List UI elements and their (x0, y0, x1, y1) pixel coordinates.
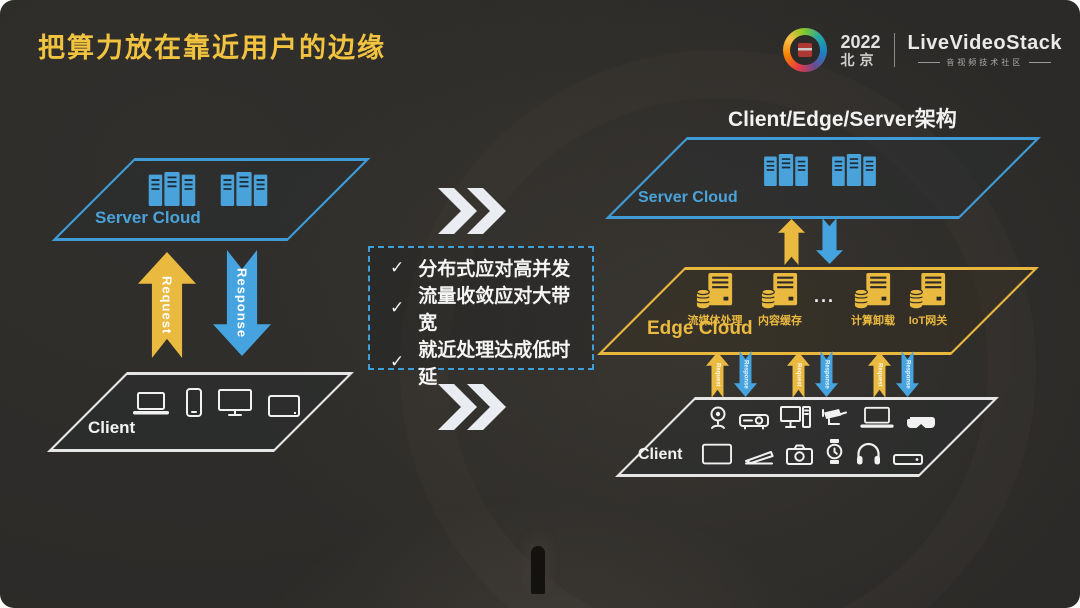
request-arrow-label: Request (159, 275, 175, 335)
double-chevron-right-icon (438, 188, 506, 234)
edge-node-iot-gateway: IoT网关 (905, 272, 951, 328)
check-icon: ✓ (390, 352, 405, 371)
smartphone-icon (186, 388, 202, 417)
response-arrow-down-icon: Response (734, 351, 757, 397)
projector-icon (739, 414, 769, 430)
tablet-icon (702, 443, 732, 465)
edge-node-label: IoT网关 (908, 315, 948, 327)
server-rack-icon (764, 154, 808, 186)
request-arrow-label: Request (876, 363, 883, 387)
webcam-icon (710, 406, 726, 429)
edge-server-db-icon (909, 272, 946, 309)
header-logos: 2022 北京 LiveVideoStack 音视频技术社区 (783, 28, 1062, 72)
desktop-pc-icon (780, 406, 811, 428)
edge-node-streaming: 流媒体处理 (687, 272, 743, 328)
right-client-label: Client (638, 446, 683, 463)
request-arrow-up-icon: Request (787, 352, 810, 398)
edge-server-db-icon (761, 272, 798, 309)
request-arrow-label: Request (714, 363, 721, 387)
benefits-callout: ✓ 分布式应对高并发 ✓ 流量收敛应对大带宽 ✓ 就近处理达成低时延 (368, 246, 594, 388)
server-rack-icon (220, 172, 268, 206)
right-architecture-title: Client/Edge/Server架构 (728, 108, 957, 131)
logo-divider (893, 33, 895, 67)
brand-block: LiveVideoStack 音视频技术社区 (908, 32, 1062, 68)
server-rack-icon (832, 154, 876, 186)
set-top-box-icon (893, 454, 923, 465)
right-server-cloud-label: Server Cloud (638, 189, 738, 206)
double-chevron-right-icon (438, 384, 506, 430)
benefit-item: ✓ 分布式应对高并发 (390, 254, 588, 281)
left-client-icons (132, 388, 300, 417)
left-server-icons (148, 172, 268, 206)
edge-server-db-icon (696, 272, 733, 309)
brand-dash-left (918, 62, 941, 63)
right-client-icons-row2 (702, 437, 923, 465)
check-icon: ✓ (390, 298, 405, 317)
event-year: 2022 (840, 31, 881, 52)
request-arrow-label: Request (795, 363, 802, 387)
edge-nodes-ellipsis: ... (814, 286, 836, 306)
response-arrow-label: Response (742, 359, 749, 389)
event-text: 2022 北京 (840, 32, 880, 69)
response-arrow-down-icon: Response (896, 351, 919, 397)
conference-ring-logo-icon (783, 28, 828, 72)
background-figure (531, 546, 545, 594)
benefit-item: ✓ 流量收敛应对大带宽 (390, 281, 588, 335)
response-arrow-label: Response (904, 359, 911, 389)
event-city: 北京 (840, 52, 879, 69)
request-arrow-up-icon: Request (706, 352, 729, 398)
edge-node-compute-offload: 计算卸载 (850, 272, 896, 328)
left-server-cloud-label: Server Cloud (95, 208, 201, 227)
laptop-icon (133, 392, 169, 415)
benefit-text: 分布式应对高并发 (418, 259, 571, 280)
right-server-icons (764, 154, 876, 186)
cctv-camera-icon (822, 409, 847, 425)
response-arrow-down-icon: Response (815, 351, 838, 397)
benefit-item: ✓ 就近处理达成低时延 (390, 335, 588, 389)
edge-server-db-icon (854, 272, 891, 309)
scanner-icon (745, 451, 774, 465)
brand-dash-right (1029, 62, 1052, 63)
request-arrow-up-icon: Request (868, 352, 891, 398)
smartwatch-icon (826, 439, 843, 464)
edge-node-cache: 内容缓存 (757, 272, 803, 328)
brand-logo: LiveVideoStack (907, 32, 1062, 54)
response-arrow-label: Response (823, 359, 830, 389)
conference-ring-core (798, 43, 813, 57)
benefit-text: 流量收敛应对大带宽 (418, 286, 571, 334)
laptop-icon (860, 406, 894, 428)
brand-subtitle: 音视频技术社区 (946, 58, 1024, 67)
monitor-icon (218, 389, 252, 416)
vr-headset-icon (907, 417, 935, 428)
edge-node-label: 内容缓存 (758, 315, 802, 327)
benefit-text: 就近处理达成低时延 (418, 340, 571, 388)
camera-icon (786, 444, 813, 465)
tablet-icon (268, 395, 300, 417)
server-rack-icon (148, 172, 196, 206)
right-client-icons-row1 (708, 406, 936, 430)
page-title: 把算力放在靠近用户的边缘 (38, 33, 386, 63)
edge-node-label: 计算卸载 (851, 315, 895, 327)
check-icon: ✓ (390, 257, 405, 277)
response-arrow-label: Response (234, 267, 250, 339)
headphones-icon (857, 442, 880, 465)
edge-cloud-label: Edge Cloud (647, 318, 753, 339)
left-client-label: Client (88, 418, 136, 437)
brand-subtitle-row: 音视频技术社区 (918, 57, 1052, 68)
edge-node-label: 流媒体处理 (687, 315, 743, 327)
